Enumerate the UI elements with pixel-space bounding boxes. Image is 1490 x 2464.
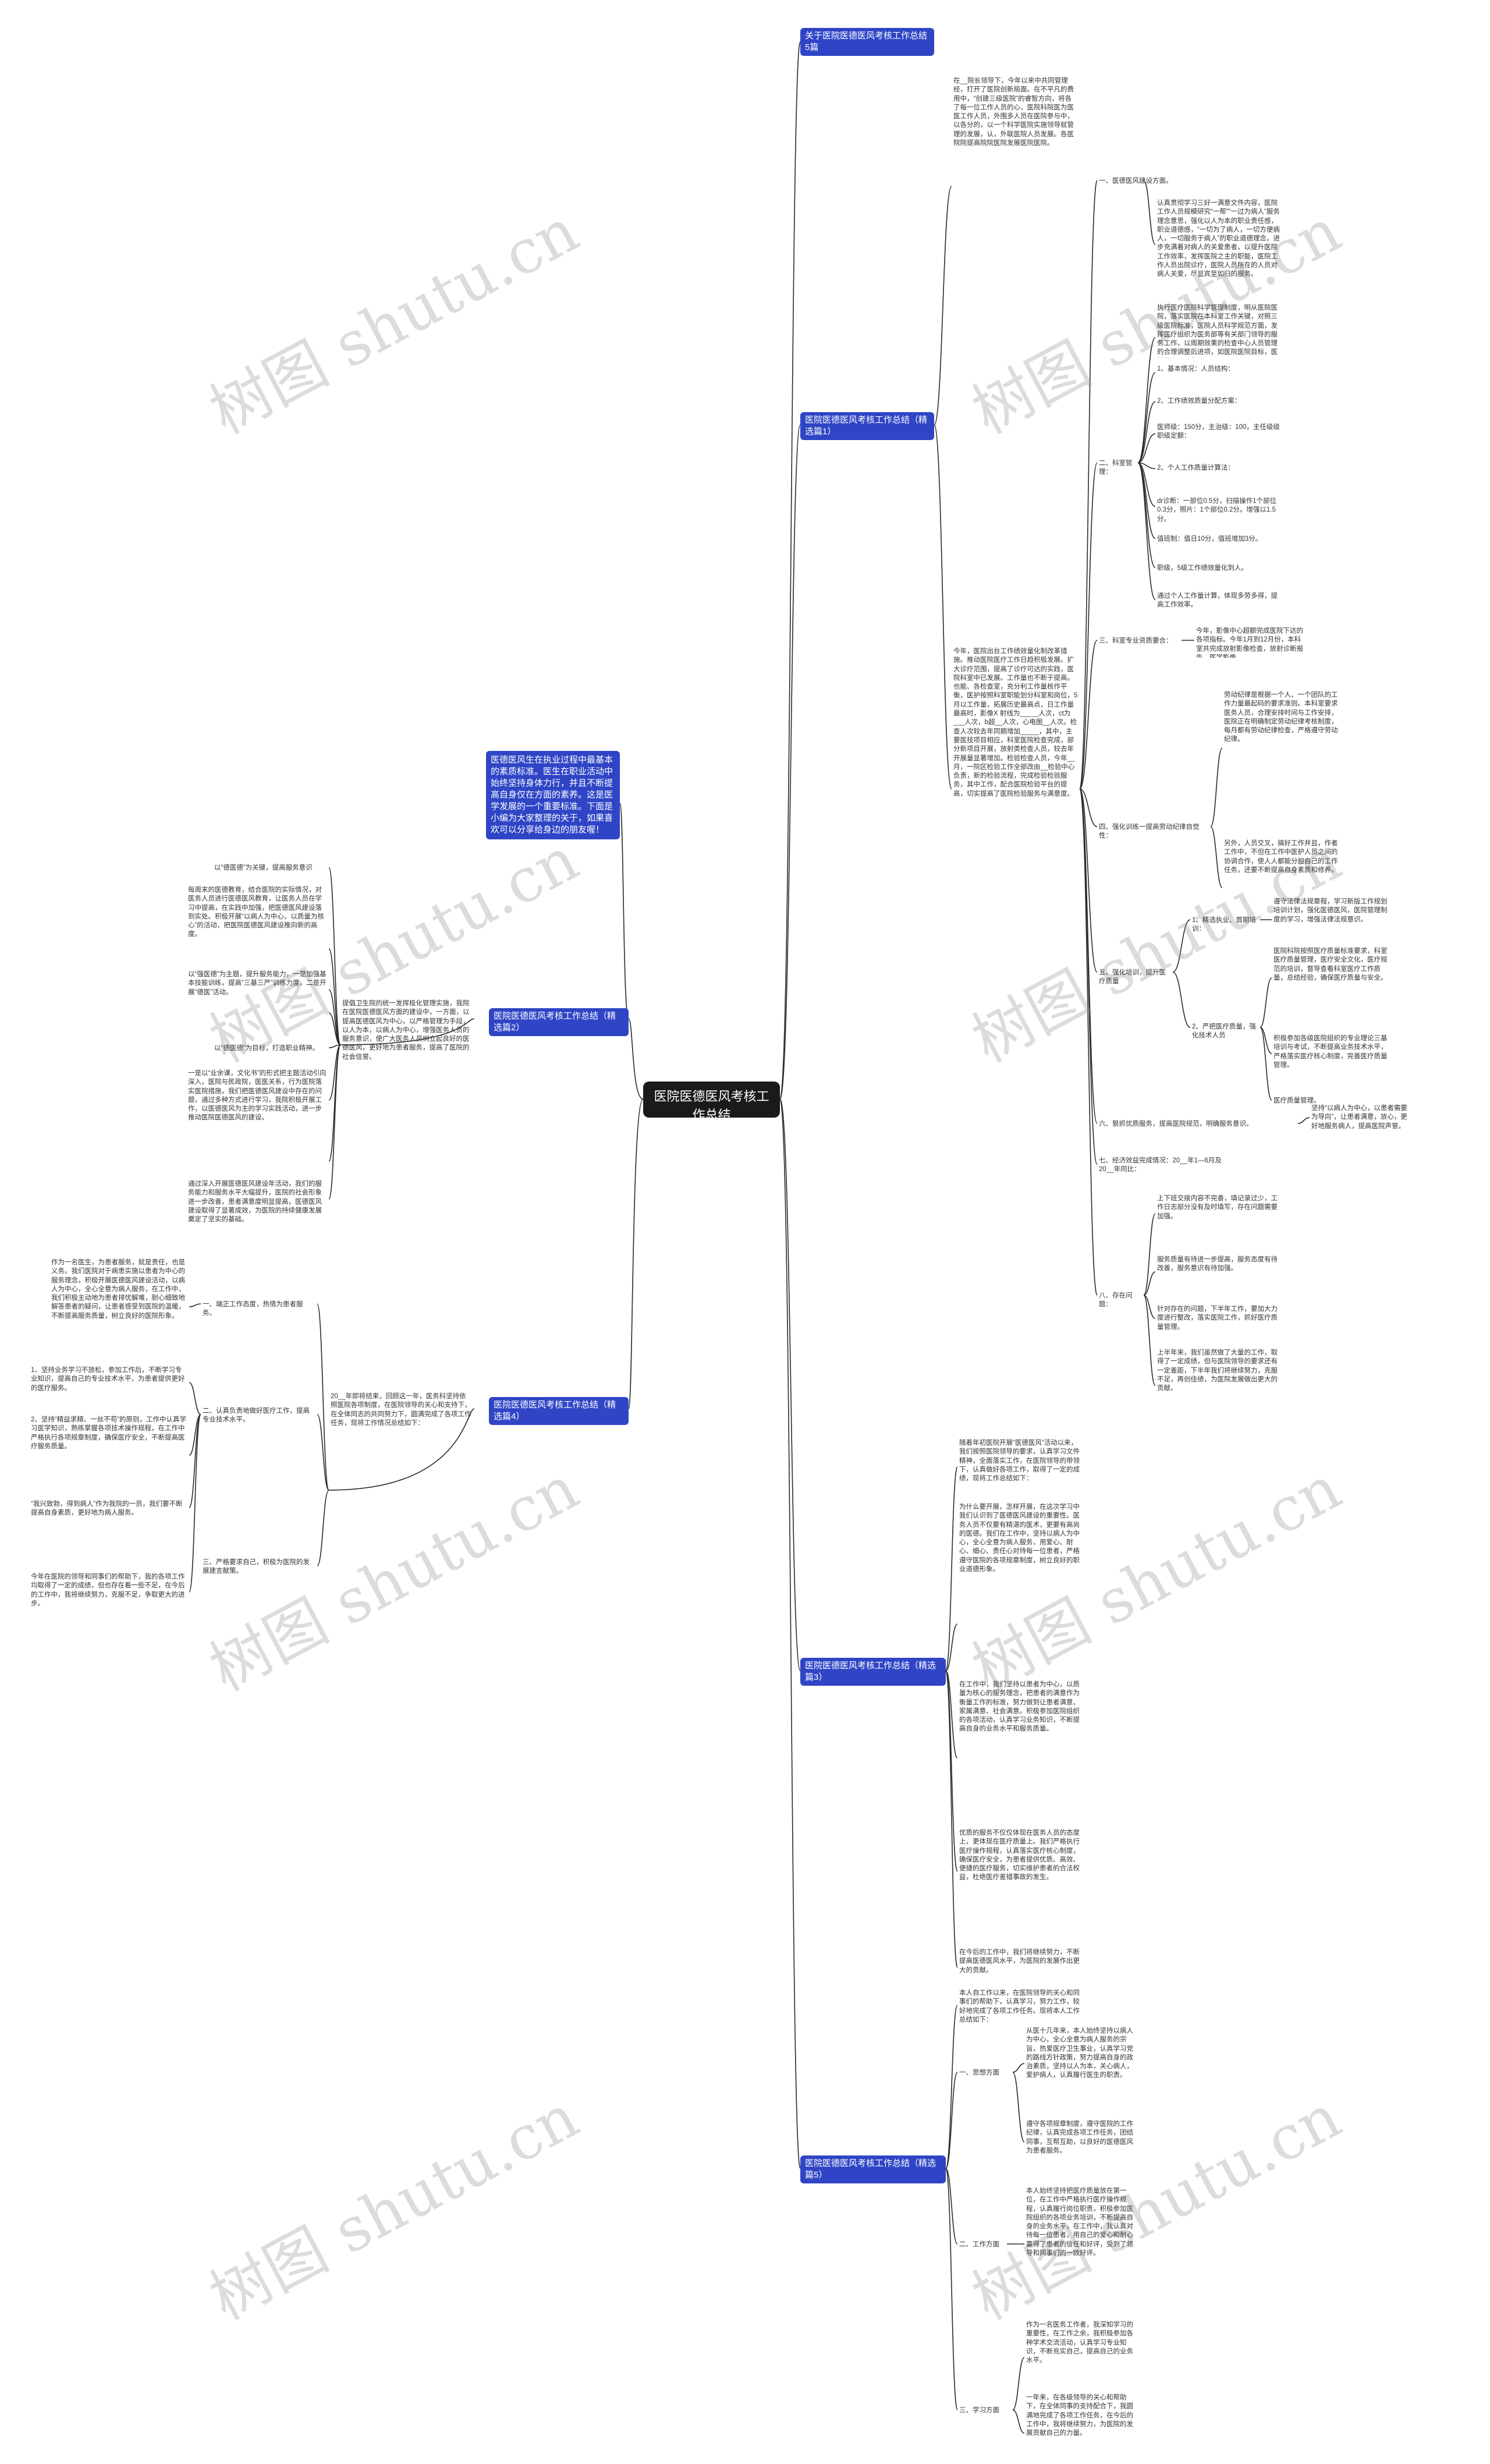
p1-part8-item: 针对存在的问题，下半年工作，要加大力度进行整改，落实医院工作，抓好医疗质量管理。	[1157, 1306, 1278, 1331]
p3-paragraph: 随着年初医院开展“医德医风”活动以来，我们按照医院领导的要求，认真学习文件精神，…	[959, 1440, 1080, 1483]
p5-section-body: 作为一名医务工作者，我深知学习的重要性，在工作之余，我积极参加各种学术交流活动，…	[1026, 2321, 1133, 2364]
p1-part1-title: 一、医德医风建设方面。	[1099, 178, 1173, 185]
p1-part4-intro: 今年，医院出台工作绩效量化制改革措施。推动医院医疗工作日趋积极发展。扩大诊疗范围…	[953, 648, 1078, 797]
p4-section-item: 1、坚持业务学习不放松，参加工作后，不断学习专业知识，提高自己的专业技术水平，为…	[31, 1367, 185, 1392]
p2-item-title: 以“德医德”为目标，打造职业精神。	[214, 1045, 320, 1052]
section-p1-heading[interactable]: 医院医德医风考核工作总结（精选篇1）	[800, 412, 934, 440]
section-summary-heading[interactable]: 关于医院医德医风考核工作总结5篇	[800, 28, 934, 56]
p4-section-title: 二、认真负责地做好医疗工作，提高专业技术水平。	[203, 1408, 310, 1424]
p2-intro: 提倡卫生院的统一发挥极化管理实施，我院在医院医德医风方面的建设中，一方面，以提高…	[342, 1000, 470, 1061]
p1-part6-body: 坚持“以病人为中心，以患者需要为导向”，让患者满意，放心，更好地服务病人，提高医…	[1311, 1105, 1407, 1130]
p1-part8-item: 服务质量有待进一步提高，服务态度有待改善，服务意识有待加强。	[1157, 1256, 1278, 1272]
intro-highlight[interactable]: 医德医风生在执业过程中最基本的素质标准。医生在职业活动中始终坚持身体力行，并且不…	[486, 751, 620, 839]
p1-part5-item: 2、严把医疗质量，强化技术人员	[1192, 1023, 1256, 1040]
p1-part2-item: 医师级：150分，主治级：100，主任级级职级定额：	[1157, 424, 1280, 440]
p4-section-body: 作为一名医生，为患者服务，就是责任，也是义务。我们医院对于病患实施以患者为中心的…	[51, 1259, 185, 1320]
p1-part2-body: 执行医疗医院科学管理制度，明从医院医院，落实医院在本科室工作关键，对照三级医院标…	[1157, 304, 1278, 358]
p1-part1-body: 认真贯彻学习三好一满意文件内容，医院工作人员规模研究“一帮”“一过为病人”服务理…	[1157, 200, 1280, 278]
p4-section-item: 今年在医院的领导和同事们的帮助下，我的各项工作均取得了一定的成绩，但也存在着一些…	[31, 1573, 185, 1607]
section-p4-heading[interactable]: 医院医德医风考核工作总结（精选篇4）	[489, 1397, 629, 1425]
section-p2-heading[interactable]: 医院医德医风考核工作总结（精选篇2）	[489, 1008, 629, 1036]
p5-section-body: 遵守各项规章制度，遵守医院的工作纪律，认真完成各项工作任务，团结同事，互帮互助，…	[1026, 2121, 1133, 2154]
p1-part2-item: 通过个人工作量计算，体现多劳多得，提高工作效率。	[1157, 593, 1278, 609]
p1-part2-title: 二、科室管理：	[1099, 460, 1133, 476]
p2-item-body: 每周末的医德教育，结合医院的实际情况，对医务人员进行医德医风教育，让医务人员在学…	[188, 887, 324, 938]
p5-section-body: 从医十几年来，本人始终坚持以病人为中心，全心全意为病人服务的宗旨，热爱医疗卫生事…	[1026, 2027, 1133, 2079]
p5-section-title: 二、工作方面	[959, 2241, 999, 2248]
p1-part4-body: 另外，人员交叉，搞好工作并且，作者工作中，不但在工作中医护人员之间的协调合作，使…	[1224, 840, 1338, 874]
p4-intro: 20__年即将结束，回顾这一年，医务科坚持依照医院各项制度，在医院领导的关心和支…	[331, 1393, 471, 1427]
p5-section-body: 一年来，在各级领导的关心和帮助下，在全体同事的支持配合下，我圆满地完成了各项工作…	[1026, 2394, 1133, 2437]
p5-intro: 本人自工作以来，在医院领导的关心和同事们的帮助下，认真学习，努力工作，较好地完成…	[959, 1990, 1080, 2023]
p1-part8-item: 上半年来，我们虽然做了大量的工作，取得了一定成绩，但与医院领导的要求还有一定差距…	[1157, 1349, 1278, 1392]
p3-paragraph: 在工作中，我们坚持以患者为中心，以质量为核心的服务理念，把患者的满意作为衡量工作…	[959, 1681, 1080, 1733]
p1-part3-body: 今年，影像中心超额完成医院下达的各项指标。今年1月到12月份，本科室共完成放射影…	[1196, 627, 1303, 658]
p1-part5-body: 积极参加各级医院组织的专业理论三基培训与考试，不断提高业务技术水平，严格落实医疗…	[1273, 1035, 1388, 1069]
p1-part8-title: 八、存在问题：	[1099, 1292, 1133, 1309]
p1-part5-body: 遵守法律法规章程，学习新版工作规划培训计划，强化医德医风，医院管理制度的学习，增…	[1273, 898, 1388, 923]
p1-part2-item: 2、工作绩效质量分配方案：	[1157, 398, 1241, 405]
p1-part5-title: 五、强化培训，提升医疗质量	[1099, 969, 1166, 985]
p2-item-body: 一是以“业余课，文化书”的形式把主题活动引向深入，医院与民政院，医医关系，行为医…	[188, 1070, 327, 1122]
p1-part5-note: 医疗质量管理。	[1273, 1097, 1321, 1104]
p1-part2-item: dr诊断：一部位0.5分，扫描操作1个部位0.3分，照片：1个部位0.2分。增强…	[1157, 498, 1277, 523]
p2-item-title: 以“德医德”为关键，提高服务意识	[214, 864, 313, 871]
p1-part2-item: 职级，5级工作绩效量化到人。	[1157, 565, 1248, 572]
p4-section-title: 一、端正工作态度，热情为患者服务。	[203, 1301, 303, 1317]
p1-part4-title: 四、强化训练一提高劳动纪律自觉性：	[1099, 824, 1200, 840]
p1-part2-item: 2、个人工作质量计算法：	[1157, 465, 1234, 471]
p2-item-body: 通过深入开展医德医风建设年活动，我们的服务能力和服务水平大幅提升，医院的社会形象…	[188, 1180, 322, 1224]
p3-paragraph: 优质的服务不仅仅体现在医务人员的态度上，更体现在医疗质量上。我们严格执行医疗操作…	[959, 1830, 1080, 1881]
p1-part4-body: 劳动纪律是根据一个人、一个团队的工作力量最起码的要求准则。本科室要求医务人员，合…	[1224, 692, 1338, 743]
p1-intro: 在__院长领导下，今年以来中共同管理经，打开了医院创新局面。在不平凡的费用中，“…	[953, 77, 1074, 147]
p1-part5-body: 医院科院按照医疗质量标准要求，科室医疗质量管理，医疗安全文化，医疗规范的培训，督…	[1273, 948, 1388, 981]
p3-paragraph: 为什么要开展，怎样开展，在这次学习中我们认识到了医德医风建设的重要性。医务人员不…	[959, 1504, 1080, 1573]
p1-part8-item: 上下班交接内容不完善，填记录过少，工作日志部分没有及时填写，存在问题需要加强。	[1157, 1195, 1278, 1220]
p4-section-title: 三、严格要求自己，积极为医院的发展建言献策。	[203, 1559, 310, 1575]
p5-section-title: 一、思想方面	[959, 2069, 999, 2076]
p4-section-item: “我兴致勃，得到病人”作为我院的一员，我们要不断提高自身素质，更好地为病人服务。	[31, 1501, 183, 1517]
p1-part6-title: 六、狠抓优质服务，提高医院规范，明确服务意识。	[1099, 1121, 1253, 1128]
p5-section-title: 三、学习方面	[959, 2407, 999, 2414]
p1-part5-item: 1、精选执业、首期培训：	[1192, 917, 1256, 933]
p1-part3-title: 三、科室专业资质要合：	[1099, 637, 1173, 644]
p1-part2-item: 1、基本情况：人员结构：	[1157, 366, 1234, 373]
section-p5-heading[interactable]: 医院医德医风考核工作总结（精选篇5）	[800, 2155, 946, 2183]
p1-part2-item: 值班制：值日10分，值班增加3分。	[1157, 536, 1262, 543]
section-p3-heading[interactable]: 医院医德医风考核工作总结（精选篇3）	[800, 1658, 946, 1686]
p1-part7: 七、经济效益完成情况：20__年1—6月及20__年同比：	[1099, 1157, 1222, 1173]
p2-item-body: 以“强医德”为主题，提升服务能力，一是加强基本技能训练，提高“三基三严”训练力度…	[188, 971, 327, 996]
root-topic[interactable]: 医院医德医风考核工作总结	[643, 1082, 780, 1122]
p4-section-item: 2、坚持“精益求精、一丝不苟”的原则，工作中认真学习医学知识，熟练掌握各项技术操…	[31, 1416, 187, 1450]
p3-paragraph: 在今后的工作中，我们将继续努力，不断提高医德医风水平，为医院的发展作出更大的贡献…	[959, 1949, 1080, 1974]
p5-section-body: 本人始终坚持把医疗质量放在第一位，在工作中严格执行医疗操作规程，认真履行岗位职责…	[1026, 2188, 1133, 2257]
